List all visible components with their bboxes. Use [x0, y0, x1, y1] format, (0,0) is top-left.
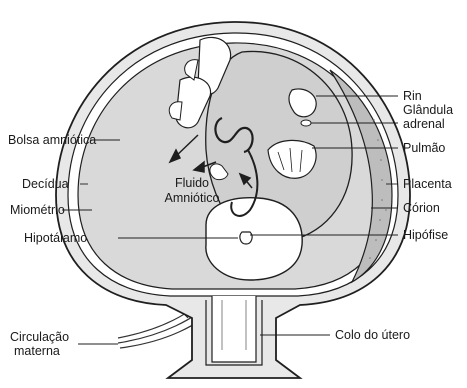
adrenal-gland: [301, 120, 311, 126]
label-hipofise: Hipófise: [403, 228, 448, 242]
pituitary-gland: [240, 232, 252, 244]
label-miometrio: Miométrio: [10, 203, 65, 217]
label-rin: Rin: [403, 89, 422, 103]
label-bolsa-amniotica: Bolsa amniótica: [8, 133, 96, 147]
fetal-foot-2: [169, 102, 182, 120]
label-fluido: Fluido: [152, 176, 232, 190]
label-circulacao-line2: materna: [14, 344, 60, 358]
label-decidua: Decídua: [22, 177, 69, 191]
label-colo-do-utero: Colo do útero: [335, 328, 410, 342]
cervix: [206, 296, 262, 365]
label-hipotalamo: Hipotálamo: [24, 231, 87, 245]
label-pulmao: Pulmão: [403, 141, 445, 155]
label-glandula-line1: Glândula: [403, 103, 453, 117]
label-glandula-line2: adrenal: [403, 117, 445, 131]
label-placenta: Placenta: [403, 177, 452, 191]
label-circulacao-line1: Circulação: [10, 330, 69, 344]
label-amniotico: Amniótico: [152, 191, 232, 205]
fetal-head: [206, 198, 302, 280]
label-corion: Córion: [403, 201, 440, 215]
